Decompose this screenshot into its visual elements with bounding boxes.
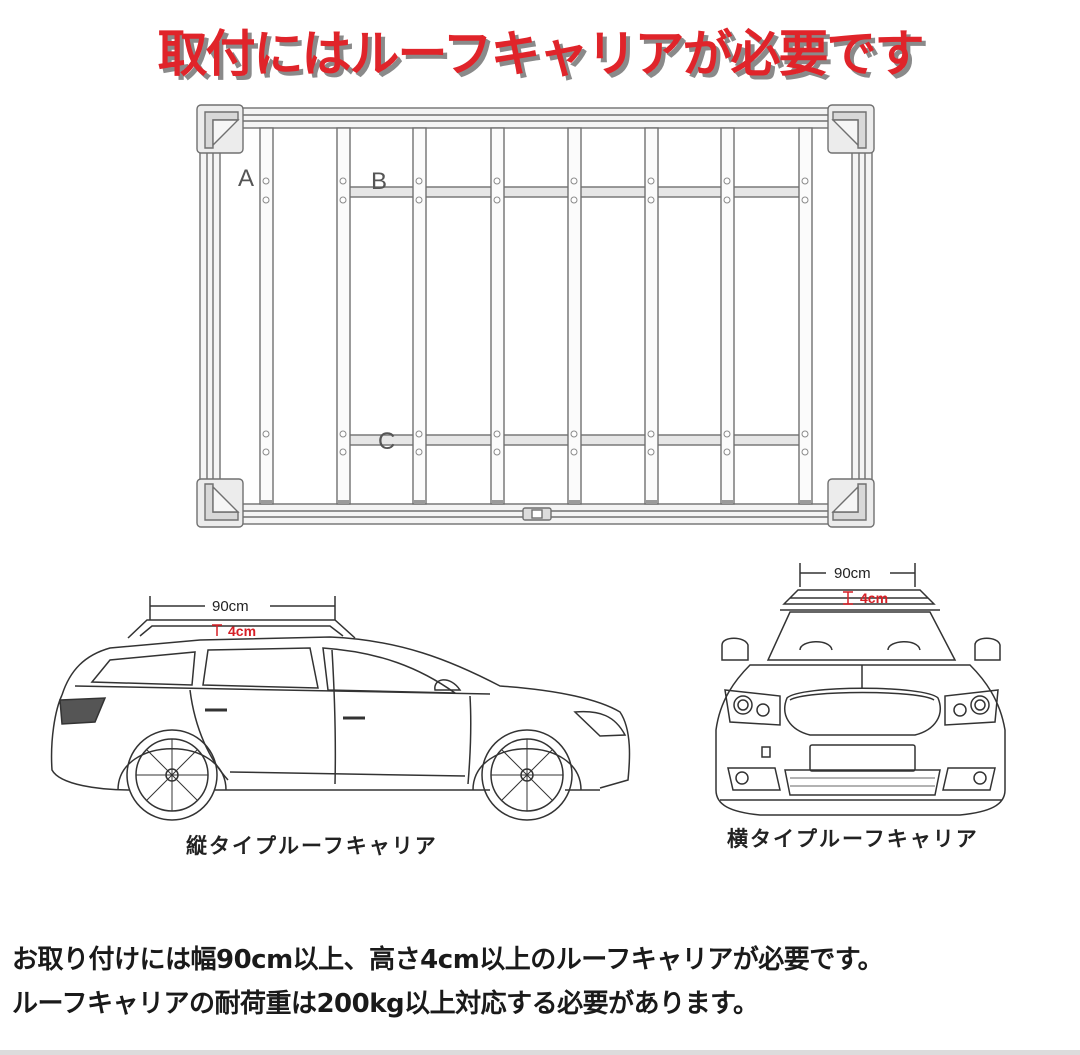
requirements-line-1: お取り付けには幅90cm以上、高さ4cm以上のルーフキャリアが必要です。 bbox=[12, 945, 884, 975]
front-width-label: 90cm bbox=[834, 565, 871, 582]
front-height-label: 4cm bbox=[860, 590, 888, 606]
side-view-caption: 縦タイプルーフキャリア bbox=[186, 834, 438, 858]
front-view-car bbox=[715, 563, 1006, 816]
rack-label-b: B bbox=[371, 168, 387, 195]
side-height-label: 4cm bbox=[228, 623, 256, 639]
headline: 取付にはルーフキャリアが必要です bbox=[157, 25, 925, 83]
requirements-text: お取り付けには幅90cm以上、高さ4cm以上のルーフキャリアが必要です。 ルーフ… bbox=[12, 938, 1080, 1026]
corner-bracket-bl bbox=[196, 478, 244, 528]
rack-label-a: A bbox=[238, 165, 254, 192]
side-width-label: 90cm bbox=[212, 598, 249, 615]
roof-rack-top-view bbox=[196, 104, 875, 528]
requirements-line-2: ルーフキャリアの耐荷重は200kg以上対応する必要があります。 bbox=[12, 989, 759, 1019]
side-view-car bbox=[50, 596, 631, 821]
rack-label-c: C bbox=[378, 428, 395, 455]
corner-bracket-tr bbox=[827, 104, 875, 154]
corner-bracket-tl bbox=[196, 104, 244, 154]
bottom-divider bbox=[0, 1050, 1080, 1055]
front-view-caption: 横タイプルーフキャリア bbox=[727, 827, 979, 851]
crossbars bbox=[259, 127, 813, 505]
corner-bracket-br bbox=[827, 478, 875, 528]
